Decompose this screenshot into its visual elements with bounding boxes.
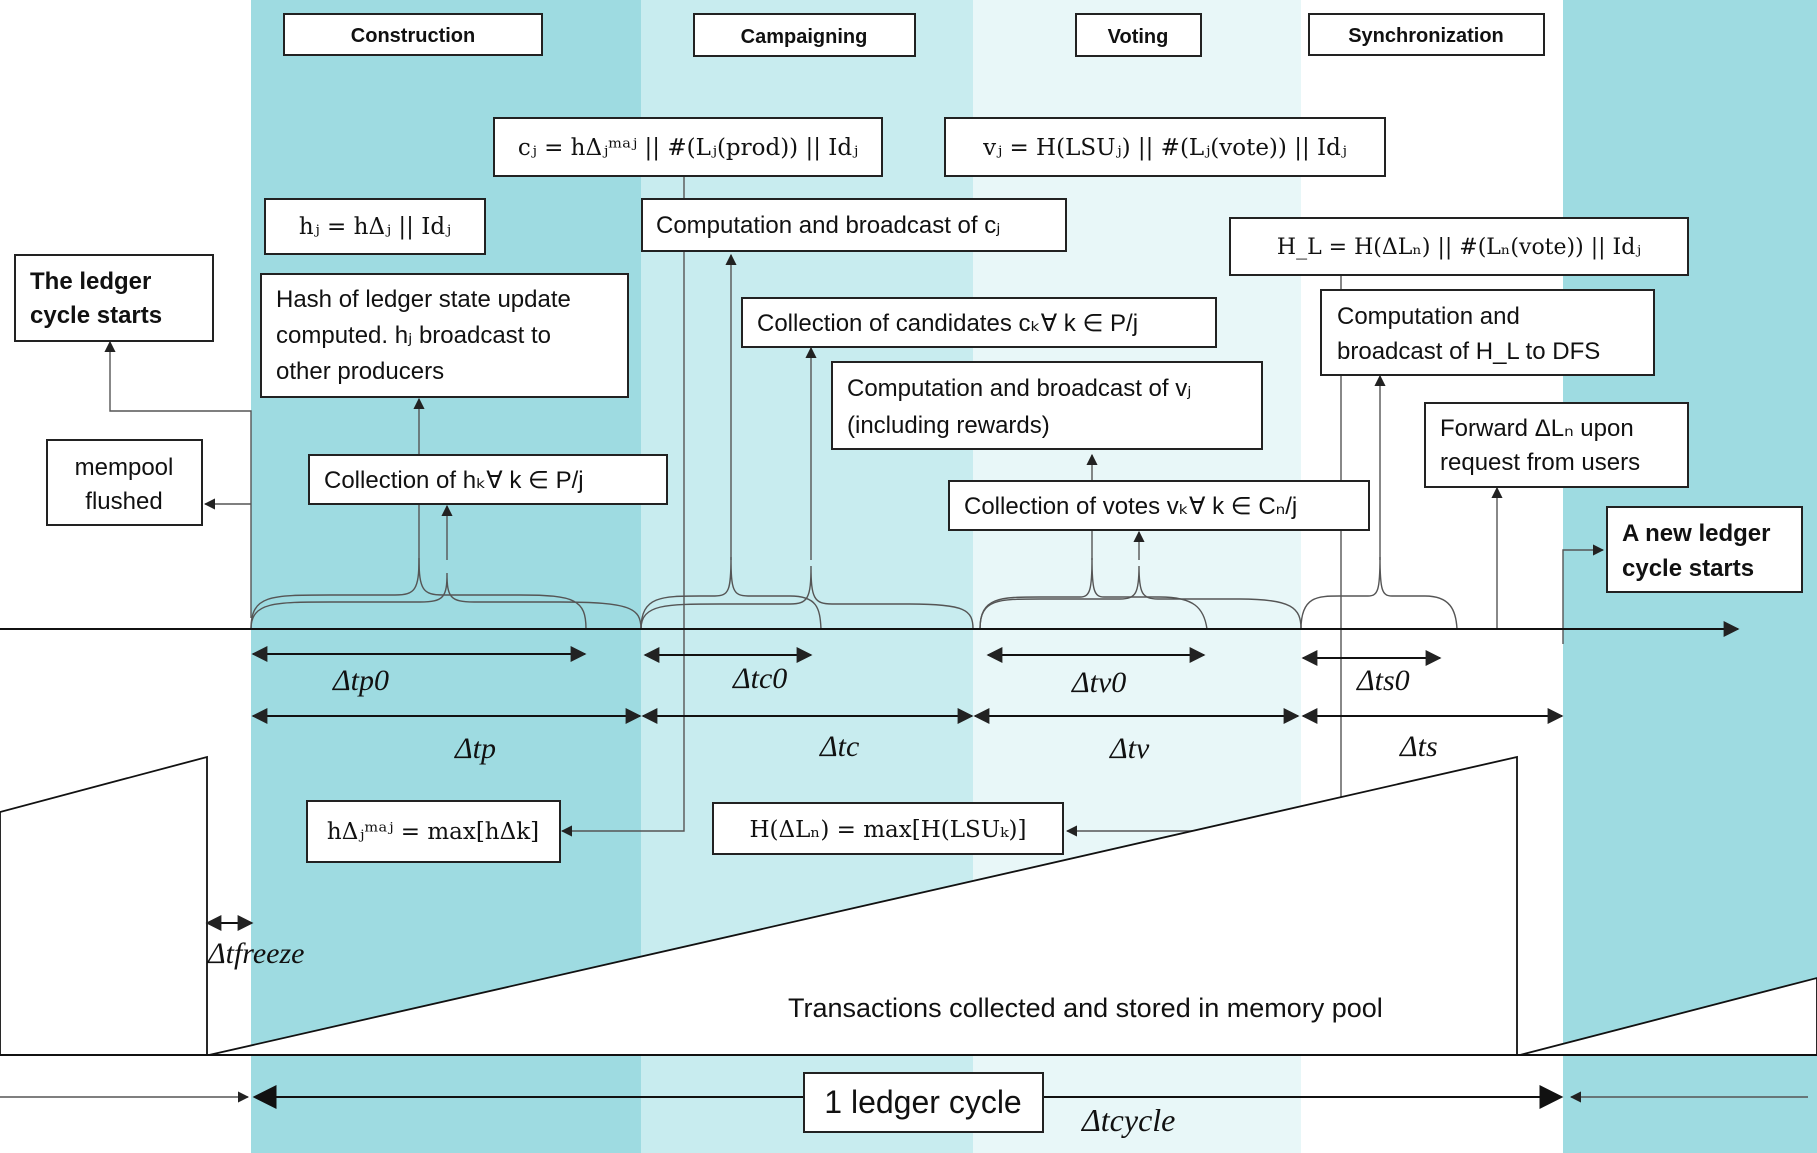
collect-v-text: Collection of votes vₖ∀ k ∈ Cₙ/j <box>964 493 1297 520</box>
dt-c-label: Δtc <box>819 730 859 763</box>
hash-line2: computed. hⱼ broadcast to <box>276 322 551 349</box>
compute-v-line1: Computation and broadcast of vⱼ <box>847 375 1191 402</box>
dt-v0-label: Δtv0 <box>1071 666 1126 699</box>
ledger-start-line2: cycle starts <box>30 302 162 329</box>
formula-h-j: hⱼ = hΔⱼ || Idⱼ <box>299 214 451 240</box>
forward-line1: Forward ΔLₙ upon <box>1440 415 1634 442</box>
forward-line2: request from users <box>1440 449 1640 476</box>
dt-cycle-label: Δtcycle <box>1080 1102 1175 1138</box>
compute-H-line1: Computation and <box>1337 303 1520 330</box>
dt-s0-label: Δts0 <box>1356 664 1410 697</box>
mempool-fill-prev <box>0 755 208 1056</box>
dt-c0-label: Δtc0 <box>732 662 787 695</box>
compute-c-text: Computation and broadcast of cⱼ <box>656 212 1000 239</box>
compute-H-line2: broadcast of H_L to DFS <box>1337 338 1600 365</box>
formula-H-dLn: H(ΔLₙ) = max[H(LSUₖ)] <box>750 817 1027 843</box>
hash-line1: Hash of ledger state update <box>276 286 571 313</box>
cycle-label: 1 ledger cycle <box>824 1084 1021 1120</box>
dt-v-label: Δtv <box>1109 732 1150 765</box>
mempool-caption: Transactions collected and stored in mem… <box>788 993 1383 1023</box>
phase-voting-label: Voting <box>1108 26 1169 48</box>
dt-p0-label: Δtp0 <box>332 664 389 697</box>
new-cycle-line2: cycle starts <box>1622 555 1754 582</box>
phase-campaigning-label: Campaigning <box>741 26 868 48</box>
hash-line3: other producers <box>276 358 444 385</box>
formula-h-maj: hΔⱼᵐᵃʲ = max[hΔk] <box>327 819 539 845</box>
formula-H-L: H_L = H(ΔLₙ) || #(Lₙ(vote)) || Idⱼ <box>1277 235 1641 260</box>
compute-v-line2: (including rewards) <box>847 412 1050 439</box>
phase-construction-label: Construction <box>351 25 475 47</box>
collect-c-text: Collection of candidates cₖ∀ k ∈ P/j <box>757 310 1138 337</box>
dt-p-label: Δtp <box>454 732 496 765</box>
formula-v-j: vⱼ = H(LSUⱼ) || #(Lⱼ(vote)) || Idⱼ <box>982 135 1347 161</box>
mempool-line2: flushed <box>85 488 162 515</box>
new-cycle-line1: A new ledger <box>1622 520 1770 547</box>
collect-h-text: Collection of hₖ∀ k ∈ P/j <box>324 467 584 494</box>
dt-s-label: Δts <box>1399 730 1438 763</box>
ledger-start-line1: The ledger <box>30 268 151 295</box>
construction-band <box>251 0 641 1153</box>
formula-c-j: cⱼ = hΔⱼᵐᵃʲ || #(Lⱼ(prod)) || Idⱼ <box>518 135 858 161</box>
mempool-line1: mempool <box>75 454 174 481</box>
dt-freeze-label: Δtfreeze <box>207 937 304 970</box>
phase-synchronization-label: Synchronization <box>1348 25 1504 47</box>
